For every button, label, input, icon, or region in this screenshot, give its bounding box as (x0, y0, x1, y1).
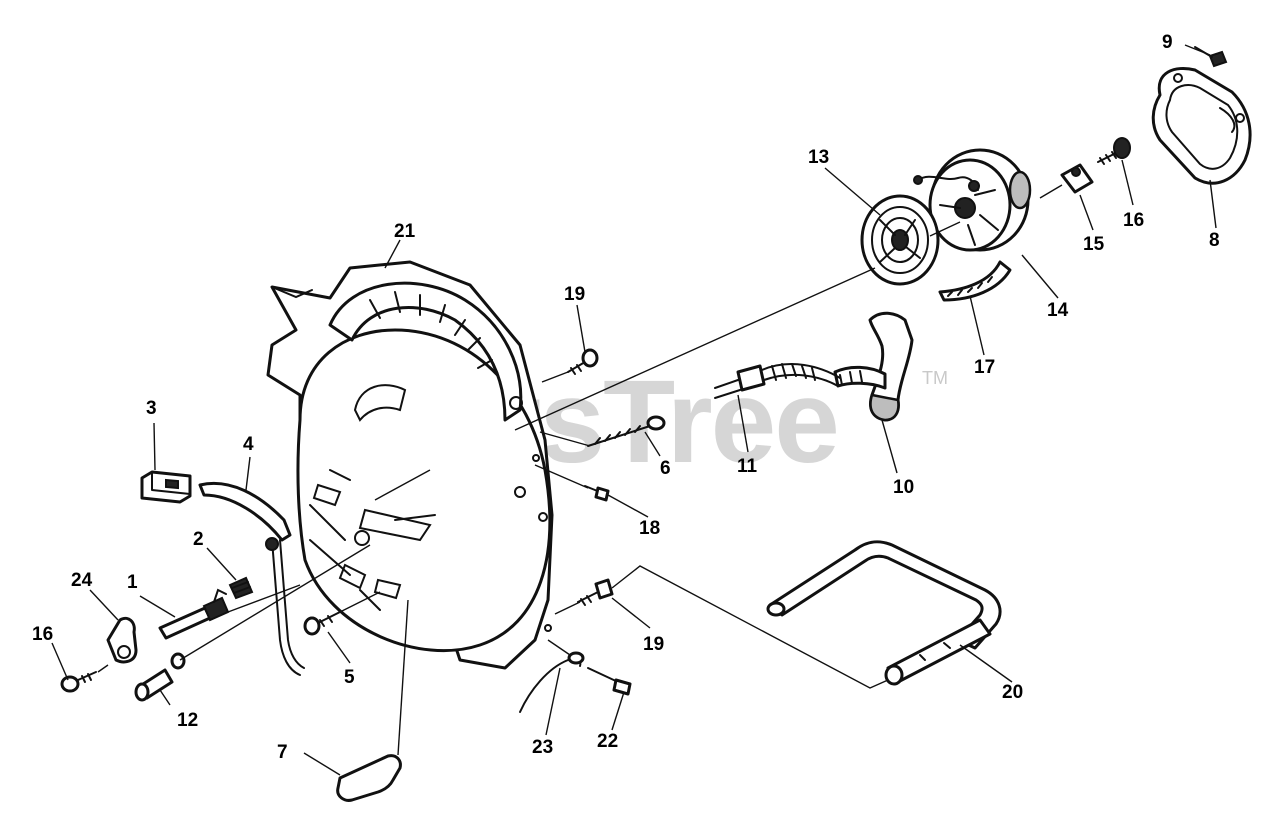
screw-22[interactable] (587, 667, 632, 696)
callout-19-upper: 19 (564, 284, 585, 305)
callout-23: 23 (532, 737, 553, 758)
callout-12: 12 (177, 710, 198, 731)
callout-17: 17 (974, 357, 995, 378)
callout-22: 22 (597, 731, 618, 752)
callout-13: 13 (808, 147, 829, 168)
shaft-1[interactable] (158, 588, 230, 640)
leader-lines (51, 44, 1217, 776)
screw-16-upper[interactable] (1097, 137, 1131, 165)
starter-rope[interactable] (714, 363, 841, 399)
callout-2: 2 (193, 529, 204, 550)
callout-24: 24 (71, 570, 93, 591)
callout-4: 4 (243, 434, 254, 455)
spring-2[interactable] (228, 576, 254, 600)
callout-6: 6 (660, 458, 671, 479)
spacer-15[interactable] (1060, 163, 1094, 194)
starter-pulley[interactable] (928, 148, 1032, 252)
pawl-chain (913, 175, 980, 192)
starter-handle[interactable] (833, 311, 914, 422)
lock-lever[interactable] (106, 616, 138, 664)
trademark-symbol: TM (922, 368, 948, 388)
callout-9: 9 (1162, 32, 1173, 53)
callout-7: 7 (277, 742, 288, 763)
screw-19-upper[interactable] (567, 348, 599, 375)
callout-14: 14 (1047, 300, 1069, 321)
throttle-lever[interactable] (198, 482, 305, 676)
callout-11: 11 (737, 456, 758, 477)
callout-8: 8 (1209, 230, 1220, 251)
callout-19-lower: 19 (643, 634, 664, 655)
fan-housing[interactable] (266, 260, 554, 670)
screw-5[interactable] (303, 611, 341, 636)
decal-7[interactable] (336, 754, 402, 802)
callout-10: 10 (893, 477, 914, 498)
callout-16-upper: 16 (1123, 210, 1144, 231)
callout-5: 5 (344, 667, 355, 688)
bolt-6[interactable] (587, 415, 666, 447)
callout-18: 18 (639, 518, 660, 539)
callout-16-lower: 16 (32, 624, 53, 645)
screw-9[interactable] (1194, 46, 1228, 68)
callout-labels: 1 2 3 4 5 6 7 8 9 10 11 12 13 14 15 16 1… (32, 32, 1220, 763)
handle-bar[interactable] (766, 540, 1002, 686)
inlet-cover-plate[interactable] (1151, 66, 1252, 185)
callout-3: 3 (146, 398, 157, 419)
pin-12[interactable] (134, 652, 186, 702)
callout-20: 20 (1002, 682, 1023, 703)
callout-15: 15 (1083, 234, 1105, 255)
screw-16-lower[interactable] (60, 671, 97, 693)
clip-23[interactable] (519, 651, 585, 713)
callout-21: 21 (394, 221, 416, 242)
pawl-spring[interactable] (938, 260, 1012, 302)
callout-1: 1 (127, 572, 138, 593)
recoil-spring-cup[interactable] (860, 194, 940, 286)
assembly-lines (97, 184, 1063, 689)
screw-18[interactable] (584, 485, 610, 502)
screw-19-lower[interactable] (577, 578, 614, 606)
switch-block[interactable] (140, 470, 192, 504)
